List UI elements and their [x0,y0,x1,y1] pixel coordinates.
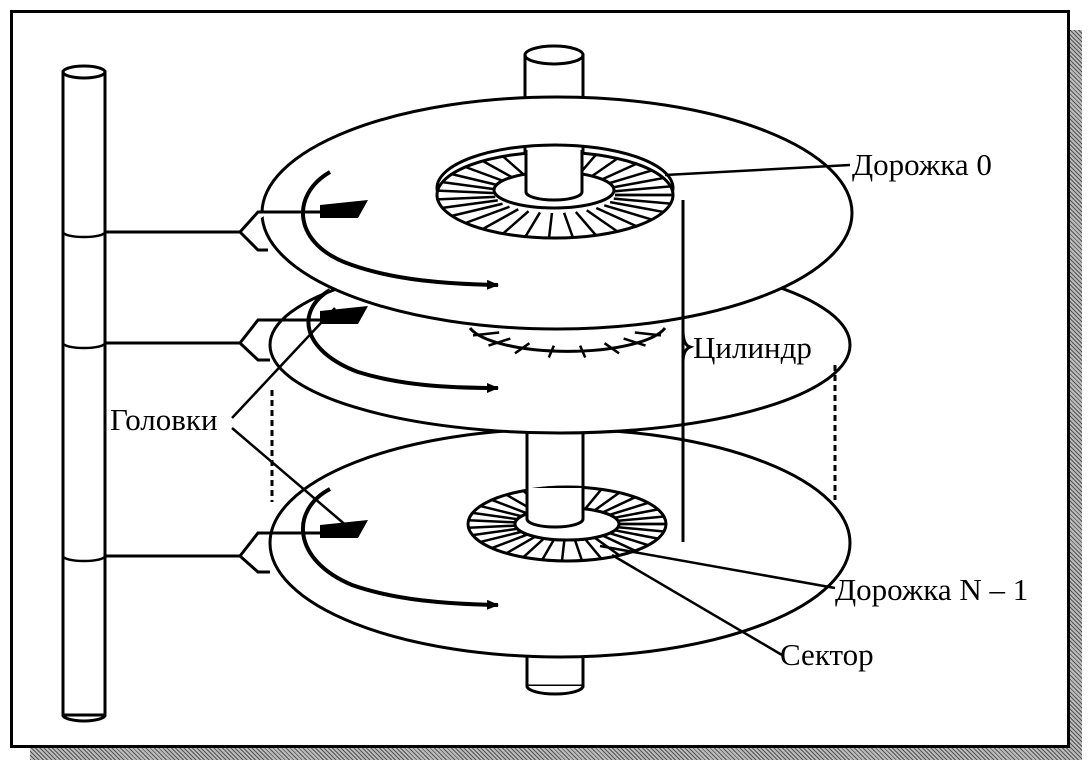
sector-divider [578,345,587,358]
sector-divider [574,211,597,237]
sector-divider [522,537,545,559]
rotation-arrows [301,170,499,610]
sector-divider [491,533,528,550]
sector-divider [573,539,584,561]
platter-top [260,95,854,331]
sector-divider [505,535,536,555]
sector-divider [502,210,530,235]
sector-divider [602,534,636,552]
sector-divider [547,345,556,358]
sector-divider [586,209,619,233]
sector-divider [472,511,518,521]
sector-divider [480,530,522,544]
sector-divider [603,342,620,355]
sector-divider [609,176,664,190]
label-cylinder: Цилиндр [693,330,812,365]
sector-divider [465,205,510,225]
label-sector: Сектор [780,637,874,672]
sector-divider [547,212,554,239]
sector-divider [482,208,519,231]
actuator-column [61,64,107,723]
sector-divider [613,185,671,193]
track-ring-bottom [466,485,668,563]
sector-divider [491,498,528,515]
sector-divider [603,204,653,221]
head-arms [105,210,320,574]
sector-divider [472,331,500,337]
sector-divider [609,531,649,547]
sector-divider [514,342,531,355]
label-heads: Головки [110,402,218,437]
sector-divider [480,504,522,518]
label-track-n-1: Дорожка N – 1 [835,572,1028,607]
sector-divider [488,337,511,347]
sector-divider [560,539,566,562]
sector-divider [623,337,646,347]
sector-divider [613,197,671,205]
sector-divider [468,524,516,529]
sector-divider [603,169,653,186]
sector-divider [617,515,665,523]
leader-lines [231,163,851,657]
sector-divider [562,212,575,238]
sector-divider [614,529,659,540]
sector-divider [584,538,603,560]
sector-divider [609,200,664,214]
sector-divider [595,206,637,228]
sector-divider [442,199,498,210]
cylinder-bracket [681,200,695,542]
sector-divider [437,195,496,201]
sector-divider [617,525,665,533]
sector-divider [468,519,516,524]
sector-divider [541,538,556,561]
label-track-0: Дорожка 0 [852,147,992,182]
cylinder-dashes [270,365,837,502]
sector-divider [472,527,518,537]
sector-divider [609,501,649,517]
sector-divider [442,180,498,191]
sector-divider [634,331,662,337]
sector-divider [614,508,659,519]
sector-divider [451,202,503,218]
sector-divider [524,211,542,238]
sector-divider [451,172,503,188]
sector-divider [437,189,496,195]
sector-divider [584,488,603,510]
sector-divider [593,491,621,512]
sector-divider [602,496,636,514]
